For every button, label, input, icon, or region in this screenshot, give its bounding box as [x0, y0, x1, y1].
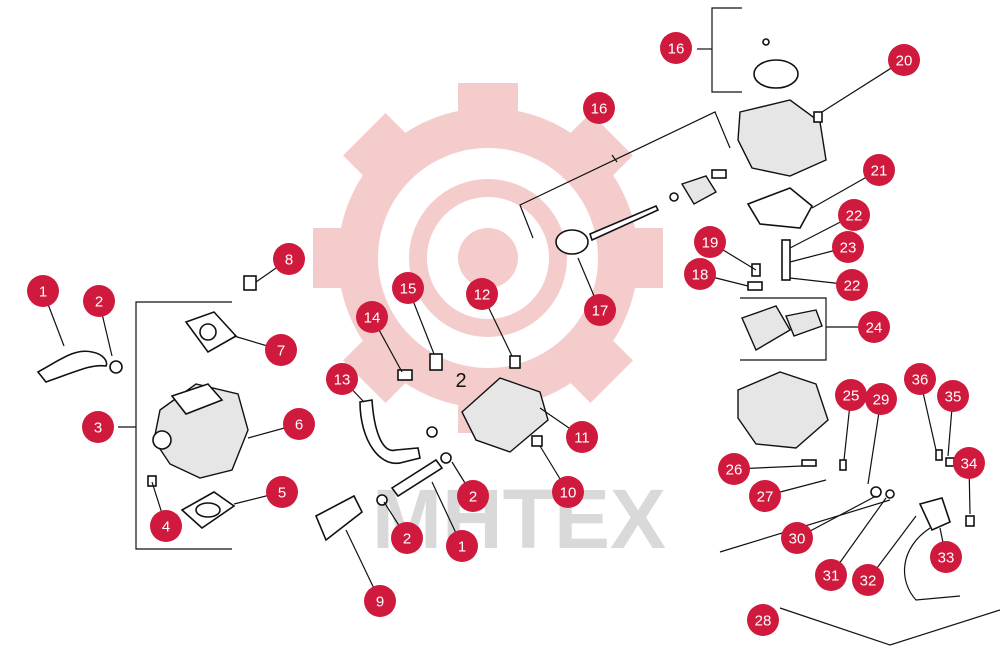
callout-badge-17: 17: [584, 294, 616, 326]
callout-badge-14: 14: [356, 301, 388, 333]
callout-number: 2: [469, 489, 477, 506]
callout-number: 30: [789, 531, 806, 548]
callout-number: 11: [574, 430, 590, 447]
callout-number: 23: [840, 240, 857, 257]
callout-number: 15: [400, 281, 417, 298]
callout-number: 12: [474, 287, 491, 304]
callout-badge-8: 8: [273, 243, 305, 275]
callout-badge-30: 30: [781, 522, 813, 554]
callout-badge-26: 26: [718, 453, 750, 485]
callout-number: 9: [376, 594, 384, 611]
callout-badge-22: 22: [836, 269, 868, 301]
callout-badge-1: 1: [446, 530, 478, 562]
callout-badge-2: 2: [83, 285, 115, 317]
callout-number: 22: [846, 208, 863, 225]
callout-badge-18: 18: [684, 258, 716, 290]
callout-badge-28: 28: [747, 604, 779, 636]
callout-number: 2: [403, 531, 411, 548]
callout-number: 28: [755, 613, 772, 630]
callout-number: 18: [692, 267, 709, 284]
callout-badge-13: 13: [326, 363, 358, 395]
callout-badge-34: 34: [953, 447, 985, 479]
callout-number: 25: [843, 388, 860, 405]
callout-number: 24: [866, 320, 883, 337]
callout-badge-29: 29: [865, 383, 897, 415]
callout-badge-6: 6: [283, 408, 315, 440]
callout-badge-21: 21: [863, 154, 895, 186]
callout-number: 26: [726, 462, 743, 479]
callout-number: 17: [592, 303, 609, 320]
callout-number: 20: [896, 53, 913, 70]
callout-badge-12: 12: [466, 278, 498, 310]
callout-number: 31: [823, 568, 840, 585]
callout-badge-3: 3: [82, 411, 114, 443]
callout-badge-36: 36: [904, 363, 936, 395]
callout-badge-4: 4: [150, 510, 182, 542]
callout-badge-22: 22: [838, 199, 870, 231]
callout-badge-31: 31: [815, 559, 847, 591]
callout-number: 19: [702, 235, 719, 252]
callout-number: 34: [961, 456, 978, 473]
watermark-gear-icon: [313, 83, 663, 433]
callout-badge-1: 1: [27, 275, 59, 307]
callout-badge-20: 20: [888, 44, 920, 76]
callout-badge-25: 25: [835, 379, 867, 411]
callout-badge-2: 2: [391, 522, 423, 554]
callout-number: 14: [364, 310, 381, 327]
loose-label: 2: [455, 370, 466, 392]
callout-badge-15: 15: [392, 272, 424, 304]
callout-badge-19: 19: [694, 226, 726, 258]
callout-badge-10: 10: [552, 476, 584, 508]
callout-number: 7: [277, 343, 285, 360]
callout-number: 33: [938, 550, 955, 567]
callout-badge-5: 5: [266, 476, 298, 508]
callout-number: 6: [295, 417, 303, 434]
watermark-text: MHTEX: [372, 472, 666, 566]
group-brackets: [118, 7, 1000, 646]
callout-badge-2: 2: [457, 480, 489, 512]
callout-number: 10: [560, 485, 577, 502]
callout-number: 1: [39, 284, 47, 301]
callout-number: 3: [94, 420, 102, 437]
callout-badge-35: 35: [937, 380, 969, 412]
callout-badge-11: 11: [566, 421, 598, 453]
callout-badge-7: 7: [265, 334, 297, 366]
callout-number: 29: [873, 392, 890, 409]
callout-badge-32: 32: [852, 564, 884, 596]
callout-number: 21: [871, 163, 888, 180]
parts-artwork: [36, 38, 975, 601]
callout-number: 13: [334, 372, 351, 389]
callout-badge-9: 9: [364, 585, 396, 617]
callout-number: 36: [912, 372, 929, 389]
callout-number: 27: [757, 489, 774, 506]
callout-number: 22: [844, 278, 861, 295]
callout-number: 35: [945, 389, 962, 406]
callout-number: 2: [95, 294, 103, 311]
callout-number: 16: [591, 101, 608, 118]
callout-badge-16: 16: [660, 32, 692, 64]
callout-badge-27: 27: [749, 480, 781, 512]
callout-badge-23: 23: [832, 231, 864, 263]
callout-badge-16: 16: [583, 92, 615, 124]
callout-number: 5: [278, 485, 286, 502]
callout-badge-33: 33: [930, 541, 962, 573]
callout-number: 32: [860, 573, 877, 590]
callout-badge-24: 24: [858, 311, 890, 343]
callout-number: 4: [162, 519, 170, 536]
callout-number: 16: [668, 41, 685, 58]
callout-number: 1: [458, 539, 466, 556]
callout-number: 8: [285, 252, 293, 269]
